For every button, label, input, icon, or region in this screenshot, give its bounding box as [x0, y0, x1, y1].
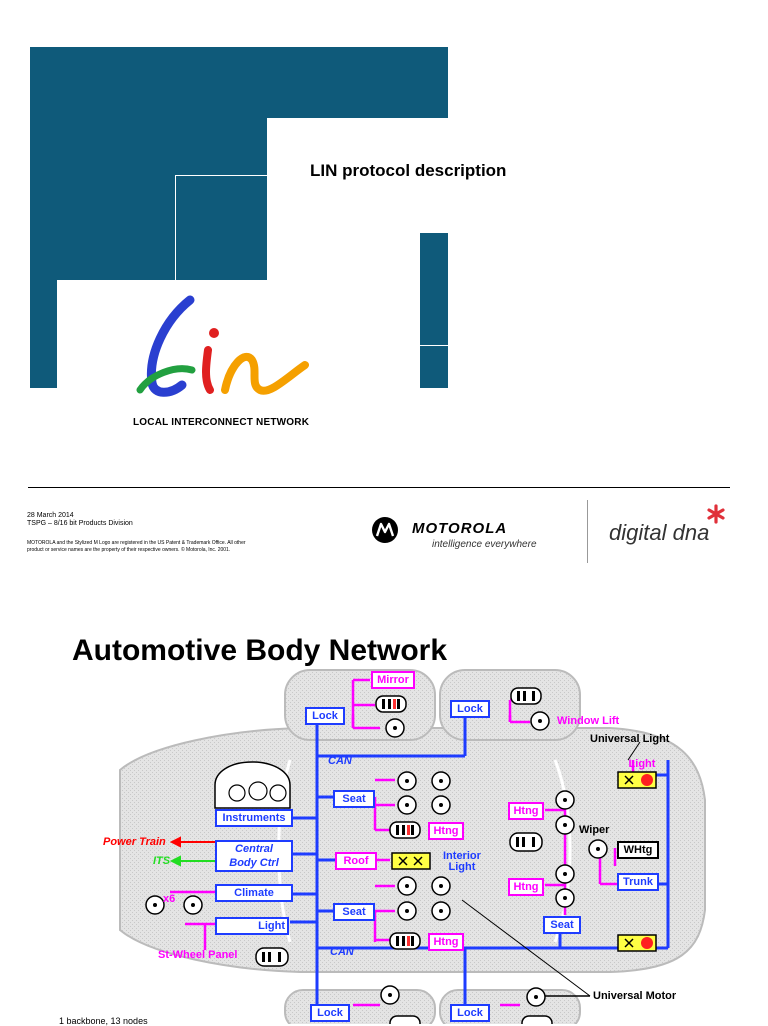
- roof-node: Roof: [335, 852, 377, 870]
- trunk-node: Trunk: [617, 873, 659, 891]
- frame-line-h: [175, 175, 267, 176]
- htng-node-rear: Htng: [428, 933, 464, 951]
- logo-caption: LOCAL INTERCONNECT NETWORK: [133, 417, 310, 428]
- whtg-node: WHtg: [617, 841, 659, 859]
- central-body-ctrl-line2: Body Ctrl: [229, 857, 279, 869]
- light-node-left: Light: [215, 917, 289, 935]
- central-body-ctrl-node: Central Body Ctrl: [215, 840, 293, 872]
- can-label-bottom: CAN: [330, 946, 354, 958]
- legal-line-1: MOTOROLA and the Stylized M Logo are reg…: [27, 540, 246, 546]
- lock-node-rear-left: Lock: [310, 1004, 350, 1022]
- dna-asterisk-icon: [707, 504, 725, 524]
- logo-box: [57, 280, 420, 430]
- st-wheel-panel-label: St-Wheel Panel: [158, 949, 238, 961]
- htng-node-right-top: Htng: [508, 802, 544, 820]
- climate-node: Climate: [215, 884, 293, 902]
- motorola-tagline: intelligence everywhere: [432, 539, 537, 550]
- lock-node-front-right: Lock: [450, 700, 490, 718]
- its-label: ITS: [153, 855, 171, 867]
- frame-line-v: [175, 175, 176, 280]
- lock-node-rear-right: Lock: [450, 1004, 490, 1022]
- seat-node-right: Seat: [543, 916, 581, 934]
- slide-division: TSPG – 8/16 bit Products Division: [27, 520, 133, 527]
- window-lift-label: Window Lift: [557, 715, 620, 727]
- can-label-top: CAN: [328, 755, 352, 767]
- network-footnote: 1 backbone, 13 nodes: [59, 1016, 148, 1026]
- seat-node-rear: Seat: [333, 903, 375, 921]
- universal-motor-label: Universal Motor: [593, 990, 677, 1002]
- slide-title: LIN protocol description: [310, 161, 507, 180]
- lin-logo: [136, 295, 309, 397]
- footer-rule: [28, 487, 730, 488]
- network-heading: Automotive Body Network: [72, 634, 448, 667]
- central-body-ctrl-line1: Central: [235, 843, 273, 855]
- power-train-label: Power Train: [103, 836, 166, 848]
- logo-divider: [587, 500, 588, 563]
- legal-line-2: product or service names are the propert…: [27, 547, 231, 553]
- interior-light-line1: Interior: [443, 850, 481, 862]
- lock-node-front-left: Lock: [305, 707, 345, 725]
- interior-light-label: Interior Light: [443, 851, 481, 873]
- wiper-label: Wiper: [579, 824, 610, 836]
- universal-light-label: Universal Light: [590, 733, 670, 745]
- motorola-wordmark: MOTOROLA: [412, 520, 508, 537]
- digitaldna-logo-text: digital dna: [609, 520, 710, 545]
- htng-node-right-bottom: Htng: [508, 878, 544, 896]
- navy-panel-top: [30, 47, 448, 118]
- interior-light-line2: Light: [448, 861, 476, 873]
- slide-date: 28 March 2014: [27, 512, 74, 519]
- instruments-node: Instruments: [215, 809, 293, 827]
- mirror-node: Mirror: [371, 671, 415, 689]
- frame-line-h2: [420, 345, 448, 346]
- seat-node-front: Seat: [333, 790, 375, 808]
- title-box: [267, 118, 567, 233]
- motorola-m-icon: [372, 517, 398, 543]
- htng-node-front: Htng: [428, 822, 464, 840]
- x6-label: x6: [163, 893, 176, 905]
- light-node-right: Light: [628, 758, 656, 770]
- light-node-left-label: Light: [258, 920, 285, 932]
